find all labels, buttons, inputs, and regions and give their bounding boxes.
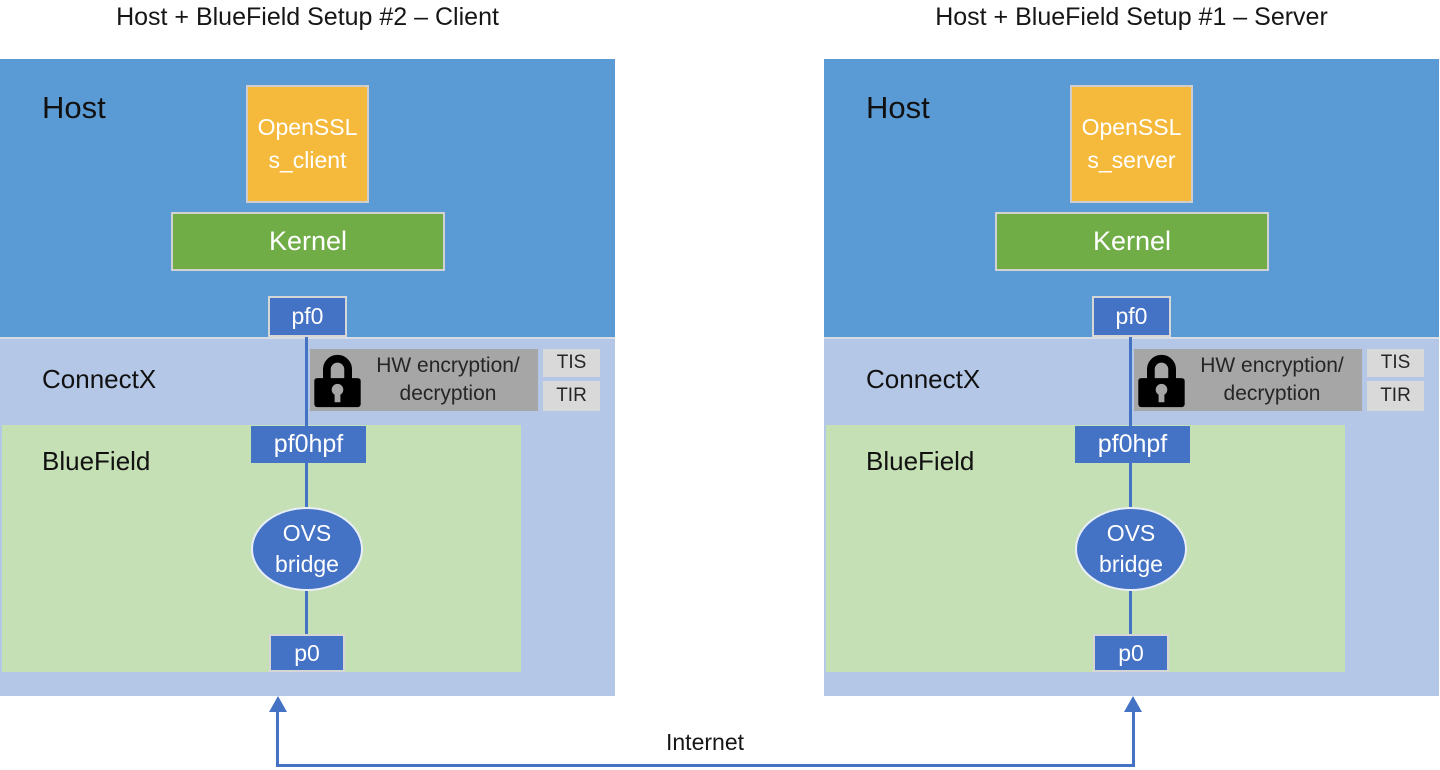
openssl-server-node: OpenSSL s_server <box>1070 85 1193 203</box>
tis-badge: TIS <box>543 349 600 377</box>
openssl-label-line2: s_server <box>1087 147 1176 173</box>
pf0-node: pf0 <box>1092 296 1171 337</box>
setup-title: Host + BlueField Setup #1 – Server <box>935 3 1328 31</box>
kernel-node: Kernel <box>171 212 445 271</box>
openssl-label-line1: OpenSSL <box>257 114 358 140</box>
p0-label: p0 <box>294 639 320 666</box>
hw-encryption-box: HW encryption/ decryption <box>310 349 538 411</box>
hw-encryption-line1: HW encryption/ <box>1200 354 1344 377</box>
pf0hpf-node: pf0hpf <box>251 426 366 463</box>
bluefield-zone-label: BlueField <box>866 446 975 476</box>
ovs-bridge-node: OVS bridge <box>251 507 363 591</box>
kernel-label: Kernel <box>268 226 348 256</box>
p0-node: p0 <box>1093 634 1169 672</box>
hw-encryption-line2: decryption <box>1223 382 1321 405</box>
internet-arrow-right-segment <box>1132 710 1135 767</box>
tir-badge: TIR <box>543 381 600 411</box>
arrowhead-up-left-icon <box>269 696 287 712</box>
pf0-label: pf0 <box>1115 303 1148 329</box>
kernel-node: Kernel <box>995 212 1269 271</box>
host-zone-label: Host <box>866 90 930 125</box>
p0-label: p0 <box>1118 639 1144 666</box>
internet-arrow-left-segment <box>276 710 279 767</box>
padlock-icon <box>1138 354 1185 408</box>
internet-label: Internet <box>666 729 744 755</box>
hw-encryption-text: HW encryption/ decryption <box>362 352 534 408</box>
pf0hpf-node: pf0hpf <box>1075 426 1190 463</box>
connectx-zone-label: ConnectX <box>42 364 157 394</box>
setup-client: Host + BlueField Setup #2 – Client Host … <box>0 0 615 770</box>
tis-label: TIS <box>556 352 587 373</box>
openssl-label-line2: s_client <box>268 147 347 173</box>
kernel-label: Kernel <box>1092 226 1172 256</box>
setup-server: Host + BlueField Setup #1 – Server Host … <box>824 0 1439 770</box>
ovs-label-line2: bridge <box>1099 551 1163 577</box>
pf0hpf-label: pf0hpf <box>273 430 344 458</box>
internet-arrow-horizontal-segment <box>276 764 1135 767</box>
ovs-label-line1: OVS <box>1106 520 1156 546</box>
pf0-to-p0-connector-line <box>1129 337 1132 634</box>
ovs-label-line2: bridge <box>275 551 339 577</box>
pf0-label: pf0 <box>291 303 324 329</box>
bluefield-zone-label: BlueField <box>42 446 151 476</box>
openssl-label-line1: OpenSSL <box>1081 114 1182 140</box>
tir-label: TIR <box>1380 385 1411 406</box>
host-zone-label: Host <box>42 90 106 125</box>
tis-badge: TIS <box>1367 349 1424 377</box>
tir-badge: TIR <box>1367 381 1424 411</box>
hw-encryption-text: HW encryption/ decryption <box>1186 352 1358 408</box>
padlock-icon <box>314 354 361 408</box>
p0-node: p0 <box>269 634 345 672</box>
hw-encryption-line1: HW encryption/ <box>376 354 520 377</box>
tir-label: TIR <box>556 385 587 406</box>
tis-label: TIS <box>1380 352 1411 373</box>
connectx-zone-label: ConnectX <box>866 364 981 394</box>
ovs-label-line1: OVS <box>282 520 332 546</box>
hw-encryption-box: HW encryption/ decryption <box>1134 349 1362 411</box>
arrowhead-up-right-icon <box>1124 696 1142 712</box>
pf0hpf-label: pf0hpf <box>1097 430 1168 458</box>
setup-title: Host + BlueField Setup #2 – Client <box>116 3 499 31</box>
hw-encryption-line2: decryption <box>399 382 497 405</box>
pf0-to-p0-connector-line <box>305 337 308 634</box>
openssl-client-node: OpenSSL s_client <box>246 85 369 203</box>
pf0-node: pf0 <box>268 296 347 337</box>
ovs-bridge-node: OVS bridge <box>1075 507 1187 591</box>
